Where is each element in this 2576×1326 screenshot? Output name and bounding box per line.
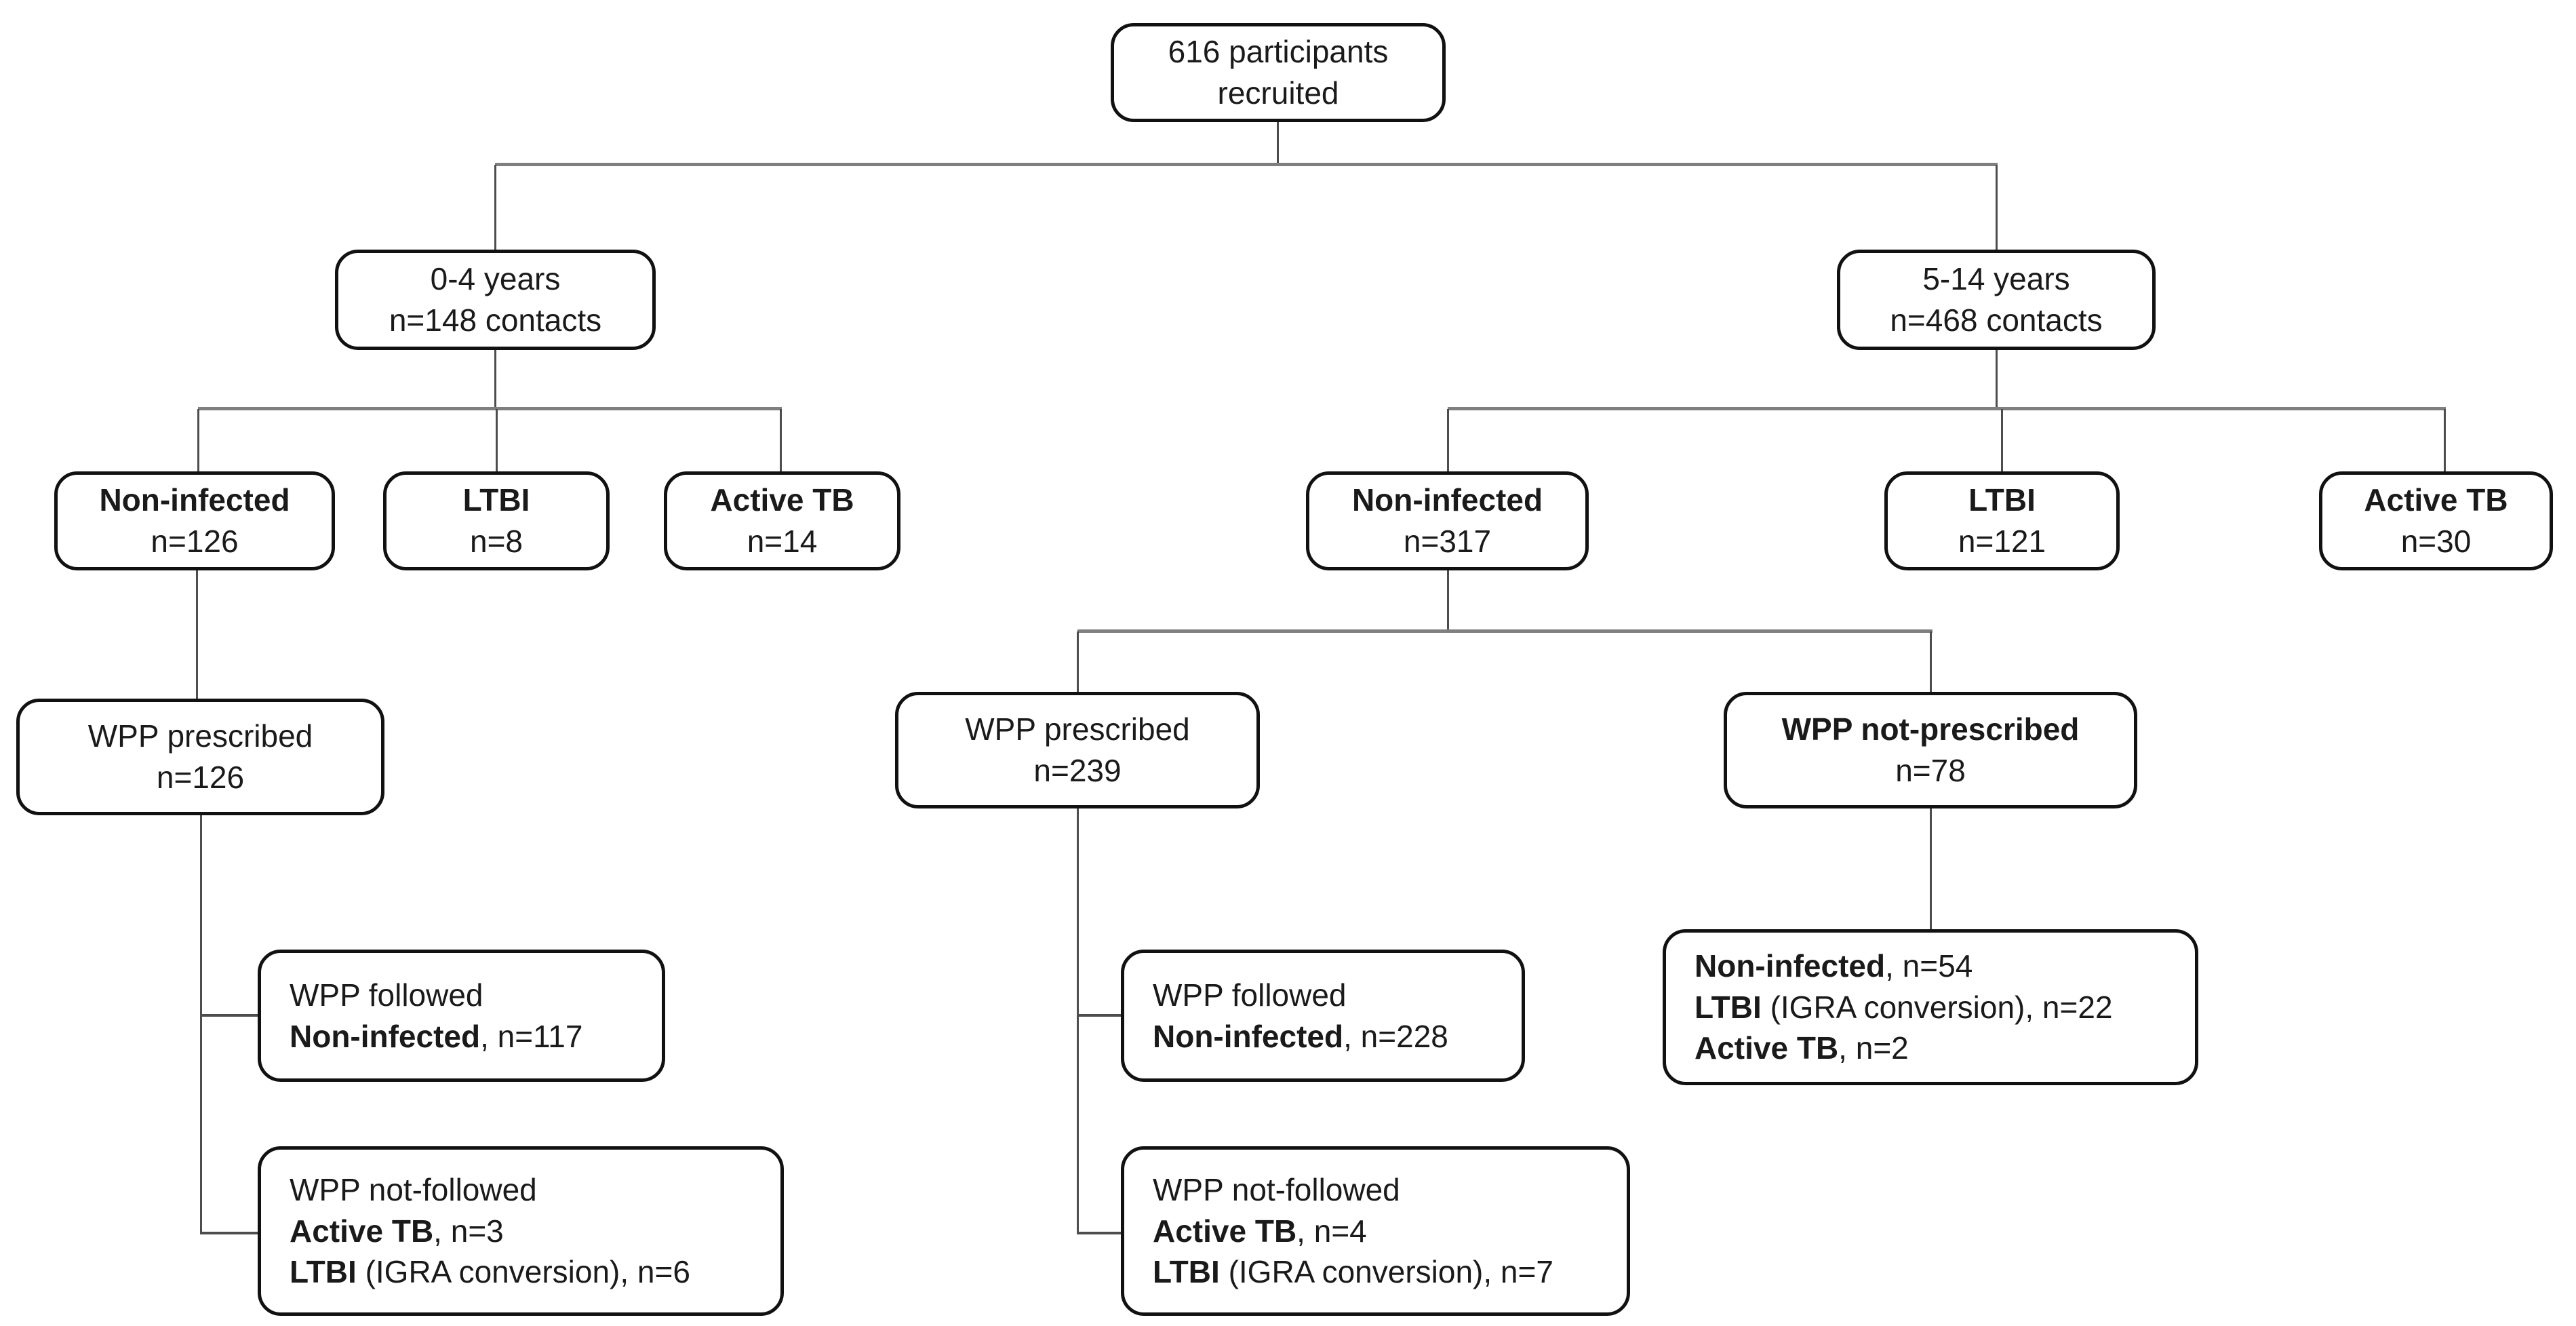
node-active-tb-0-4: Active TB n=14	[664, 471, 900, 570]
connector-to-wpp-not-prescribed-5-14	[1930, 631, 1932, 692]
outcome-label: Active TB	[1695, 1030, 1839, 1066]
node-line: LTBI (IGRA conversion), n=6	[290, 1251, 690, 1293]
node-wpp-not-followed-0-4: WPP not-followed Active TB, n=3 LTBI (IG…	[258, 1146, 784, 1316]
outcome-label: LTBI	[1153, 1254, 1220, 1290]
node-line: WPP prescribed	[87, 718, 313, 754]
node-ltbi-5-14: LTBI n=121	[1884, 471, 2120, 570]
outcome-label: LTBI	[290, 1254, 357, 1290]
node-wpp-not-prescribed-5-14: WPP not-prescribed n=78	[1724, 692, 2137, 808]
node-line: Active TB, n=2	[1695, 1028, 1909, 1069]
outcome-count: , n=54	[1885, 948, 1973, 983]
node-count: n=8	[469, 524, 523, 559]
connector-noninfected-0-4-down	[196, 570, 198, 699]
connector-status-split-0-4	[198, 407, 782, 410]
outcome-label: Non-infected	[1695, 948, 1886, 983]
node-age-0-4-years: 0-4 years n=148 contacts	[335, 250, 656, 350]
node-title: LTBI	[1968, 482, 2036, 518]
connector-to-followed-5-14	[1077, 1014, 1121, 1017]
connector-to-noninfected-0-4	[197, 409, 199, 471]
node-wpp-prescribed-0-4: WPP prescribed n=126	[16, 699, 384, 815]
node-line: Active TB, n=3	[290, 1211, 504, 1252]
node-title: LTBI	[462, 482, 530, 518]
node-line: n=148 contacts	[389, 303, 602, 338]
outcome-count: , n=3	[433, 1213, 504, 1249]
connector-age-5-14-down	[1996, 350, 1998, 408]
node-wpp-followed-0-4: WPP followed Non-infected, n=117	[258, 950, 665, 1082]
node-title: Active TB	[2364, 482, 2508, 518]
node-count: n=30	[2400, 524, 2472, 559]
node-title: WPP not-prescribed	[1781, 711, 2080, 747]
node-line: LTBI (IGRA conversion), n=7	[1153, 1251, 1553, 1293]
connector-wpp-0-4-trunk	[200, 815, 202, 1234]
node-non-infected-0-4: Non-infected n=126	[54, 471, 335, 570]
connector-to-age-5-14	[1996, 165, 1998, 250]
node-count: n=121	[1958, 524, 2046, 559]
connector-to-age-0-4	[494, 165, 496, 250]
connector-to-activetb-0-4	[780, 409, 782, 471]
outcome-label: Non-infected	[1153, 1018, 1344, 1054]
connector-recruited-down	[1277, 120, 1279, 165]
node-title: Non-infected	[99, 482, 290, 518]
node-outcome-not-prescribed: Non-infected, n=54 LTBI (IGRA conversion…	[1663, 929, 2198, 1085]
node-count: n=239	[1033, 753, 1122, 788]
connector-to-ltbi-0-4	[496, 409, 498, 471]
node-count: n=126	[156, 760, 245, 795]
node-line: WPP followed	[290, 977, 483, 1013]
connector-to-ltbi-5-14	[2001, 409, 2003, 471]
outcome-count: , n=117	[480, 1018, 583, 1054]
outcome-label: LTBI	[1695, 989, 1762, 1025]
outcome-count: (IGRA conversion), n=7	[1219, 1254, 1553, 1290]
connector-to-not-followed-0-4	[200, 1232, 258, 1234]
node-ltbi-0-4: LTBI n=8	[383, 471, 610, 570]
outcome-label: Active TB	[290, 1213, 434, 1249]
node-age-5-14-years: 5-14 years n=468 contacts	[1837, 250, 2156, 350]
node-wpp-prescribed-5-14: WPP prescribed n=239	[895, 692, 1260, 808]
outcome-count: , n=2	[1838, 1030, 1909, 1066]
node-line: recruited	[1217, 75, 1339, 111]
node-count: n=317	[1403, 524, 1492, 559]
node-non-infected-5-14: Non-infected n=317	[1306, 471, 1589, 570]
connector-to-noninfected-5-14	[1447, 409, 1449, 471]
connector-wpp-split-5-14	[1077, 629, 1933, 633]
node-title: Non-infected	[1351, 482, 1543, 518]
node-line: Non-infected, n=54	[1695, 945, 1973, 987]
node-count: n=14	[747, 524, 818, 559]
outcome-count: , n=4	[1296, 1213, 1367, 1249]
connector-wpp-5-14-trunk	[1077, 808, 1079, 1234]
node-line: 5-14 years	[1922, 261, 2070, 297]
node-title: Active TB	[710, 482, 854, 518]
node-line: WPP prescribed	[965, 711, 1190, 747]
outcome-count: (IGRA conversion), n=22	[1761, 989, 2113, 1025]
node-line: 616 participants	[1168, 34, 1389, 70]
node-line: n=468 contacts	[1890, 303, 2103, 338]
node-line: WPP not-followed	[1153, 1171, 1400, 1207]
node-line: Active TB, n=4	[1153, 1211, 1367, 1252]
node-line: WPP not-followed	[290, 1171, 537, 1207]
node-active-tb-5-14: Active TB n=30	[2319, 471, 2553, 570]
outcome-label: Non-infected	[290, 1018, 481, 1054]
outcome-count: , n=228	[1343, 1018, 1448, 1054]
node-line: Non-infected, n=117	[290, 1016, 582, 1057]
connector-to-activetb-5-14	[2444, 409, 2446, 471]
node-line: 0-4 years	[430, 261, 561, 297]
connector-age-0-4-down	[494, 350, 496, 408]
connector-age-split	[495, 163, 1998, 166]
connector-to-not-followed-5-14	[1077, 1232, 1121, 1234]
outcome-label: Active TB	[1153, 1213, 1297, 1249]
node-wpp-not-followed-5-14: WPP not-followed Active TB, n=4 LTBI (IG…	[1121, 1146, 1630, 1316]
connector-to-outcome-not-prescribed	[1930, 808, 1932, 929]
outcome-count: (IGRA conversion), n=6	[356, 1254, 690, 1290]
connector-to-wpp-prescribed-5-14	[1077, 631, 1079, 692]
node-line: Non-infected, n=228	[1153, 1016, 1448, 1057]
node-count: n=78	[1895, 753, 1966, 788]
node-line: WPP followed	[1153, 977, 1347, 1013]
connector-noninfected-5-14-down	[1447, 570, 1449, 631]
node-line: LTBI (IGRA conversion), n=22	[1695, 987, 2113, 1028]
node-count: n=126	[151, 524, 239, 559]
node-wpp-followed-5-14: WPP followed Non-infected, n=228	[1121, 950, 1525, 1082]
connector-status-split-5-14	[1448, 407, 2446, 410]
node-participants-recruited: 616 participants recruited	[1111, 23, 1446, 122]
connector-to-followed-0-4	[200, 1014, 258, 1017]
